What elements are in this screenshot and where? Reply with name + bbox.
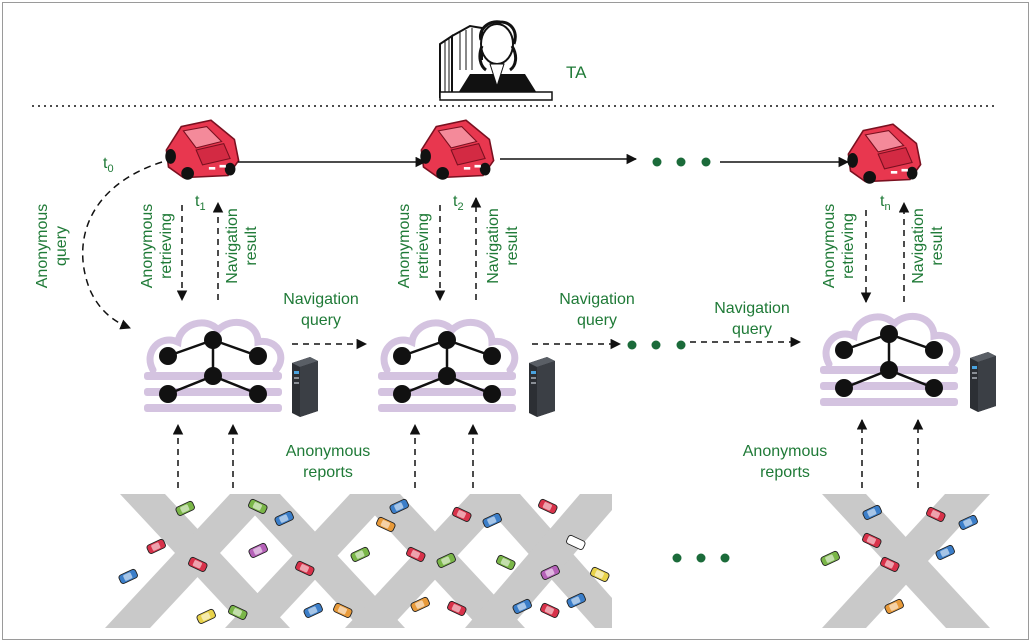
- svg-text:Navigation: Navigation: [714, 300, 790, 317]
- cloud-network-icon-1: [144, 322, 282, 412]
- anonymous-query-label: Anonymous query: [34, 204, 70, 289]
- judge-icon: [436, 20, 553, 101]
- svg-text:Anonymous: Anonymous: [286, 443, 371, 460]
- vehicle-t1-car-icon: [164, 119, 240, 181]
- svg-text:Anonymous: Anonymous: [34, 204, 51, 289]
- road-intersection-icon-n: [822, 494, 990, 628]
- svg-text:retrieving: retrieving: [158, 213, 175, 279]
- vehicle-tn-car-icon: [846, 123, 922, 185]
- anonymous-retrieving-label-1: Anonymous retrieving: [139, 204, 175, 289]
- svg-text:Anonymous: Anonymous: [821, 204, 838, 289]
- svg-text:query: query: [732, 321, 772, 338]
- vehicle-t2-car-icon: [419, 119, 495, 181]
- navigation-query-label-2: Navigation query: [559, 291, 635, 329]
- server-icon-2: [529, 357, 555, 417]
- road-ellipsis: [672, 553, 730, 563]
- timestamp-t2: t2: [453, 193, 464, 213]
- svg-text:result: result: [243, 226, 260, 266]
- svg-text:Navigation: Navigation: [485, 208, 502, 284]
- cloud-network-icon-n: [820, 316, 958, 406]
- svg-text:query: query: [301, 312, 341, 329]
- ta-label: TA: [566, 63, 587, 82]
- svg-text:result: result: [504, 226, 521, 266]
- report-arrows: [172, 418, 924, 488]
- navigation-query-label-3: Navigation query: [714, 300, 790, 338]
- svg-text:retrieving: retrieving: [840, 213, 857, 279]
- timestamp-t0: t0: [103, 155, 114, 175]
- timeline-ellipsis: [652, 157, 711, 167]
- navigation-result-label-1: Navigation result: [224, 208, 260, 284]
- navigation-query-label-1: Navigation query: [283, 291, 359, 329]
- svg-text:retrieving: retrieving: [415, 213, 432, 279]
- server-ellipsis: [627, 340, 686, 350]
- anonymous-retrieving-label-n: Anonymous retrieving: [821, 204, 857, 289]
- cloud-network-icon-2: [378, 322, 516, 412]
- timestamp-t1: t1: [195, 193, 206, 213]
- anonymous-reports-label-1: Anonymous reports: [286, 443, 371, 481]
- svg-text:Navigation: Navigation: [910, 208, 927, 284]
- server-icon-n: [970, 352, 996, 412]
- anonymous-query-arrow: [82, 161, 163, 330]
- svg-text:Anonymous: Anonymous: [396, 204, 413, 289]
- navigation-result-label-2: Navigation result: [485, 208, 521, 284]
- svg-text:result: result: [929, 226, 946, 266]
- svg-text:Anonymous: Anonymous: [139, 204, 156, 289]
- svg-text:reports: reports: [760, 464, 810, 481]
- svg-text:Navigation: Navigation: [283, 291, 359, 308]
- svg-text:Navigation: Navigation: [224, 208, 241, 284]
- anonymous-reports-label-n: Anonymous reports: [743, 443, 828, 481]
- svg-text:reports: reports: [303, 464, 353, 481]
- svg-text:query: query: [577, 312, 617, 329]
- navigation-result-label-n: Navigation result: [910, 208, 946, 284]
- svg-text:Navigation: Navigation: [559, 291, 635, 308]
- timestamp-tn: tn: [880, 193, 891, 213]
- server-icon-1: [292, 357, 318, 417]
- svg-text:query: query: [53, 226, 70, 266]
- anonymous-retrieving-label-2: Anonymous retrieving: [396, 204, 432, 289]
- svg-text:Anonymous: Anonymous: [743, 443, 828, 460]
